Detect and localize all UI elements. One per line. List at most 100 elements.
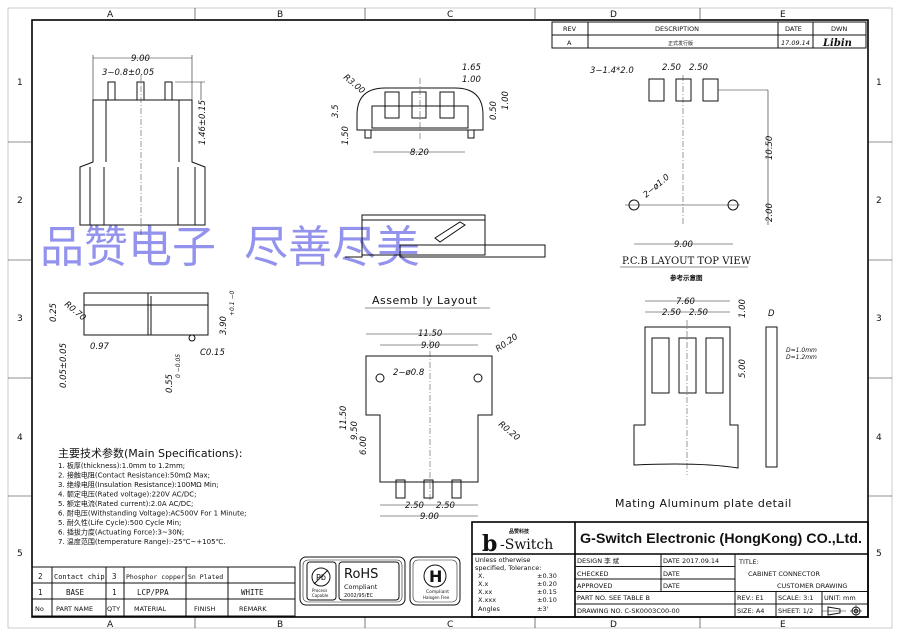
spec-item: 6. 耐电压(Withstanding Voltage):AC500V For … xyxy=(58,509,247,518)
process-capable-2: Capable xyxy=(312,593,329,598)
title-label: TITLE: xyxy=(738,558,759,566)
halogen-free-icon xyxy=(409,556,461,606)
dim-pcb-pitch-1: 2.50 xyxy=(662,63,681,73)
unit: UNIT: mm xyxy=(824,594,856,602)
rohs-compliant: Compliant xyxy=(344,583,378,591)
assembly-layout-label: Assemb ly Layout xyxy=(372,294,478,307)
row-label: 1 xyxy=(17,78,23,88)
col-label: B xyxy=(277,10,283,20)
drawn-by-value: Libin xyxy=(822,38,852,49)
projection-symbol-icon xyxy=(822,605,862,617)
halogen-free-label: Halogen Free xyxy=(423,595,450,600)
dim-11-50-v: 11.50 xyxy=(339,406,349,430)
cell: 1 xyxy=(38,588,43,597)
dim-holes: 2−ø0.8 xyxy=(393,368,425,378)
tolerance-key: X. xyxy=(478,572,485,580)
dim-plate-1-00: 1.00 xyxy=(738,299,748,318)
tolerance-value: ±0.10 xyxy=(537,596,557,604)
halogen-compliant: Compliant xyxy=(426,589,449,595)
dwn-header: DWN xyxy=(831,25,847,33)
dim-7-60: 7.60 xyxy=(676,297,695,307)
spec-item: 2. 接触电阻(Contact Resistance):50mΩ Max; xyxy=(58,471,210,480)
dim-2-00: 2.00 xyxy=(765,203,775,222)
dim-pin-height: 1.46±0.15 xyxy=(198,100,208,145)
thickness-note-1: D=1.0mm xyxy=(786,347,817,354)
specifications-heading: 主要技术参数(Main Specifications): xyxy=(58,446,242,460)
cell: 1 xyxy=(112,588,117,597)
sheet-number: SHEET: 1/2 xyxy=(778,607,813,615)
col-label: B xyxy=(277,620,283,630)
company-name: G-Switch Electronic (HongKong) CO.,Ltd. xyxy=(580,531,862,546)
dim-9-00: 9.00 xyxy=(421,341,440,351)
pb-symbol: Pb xyxy=(316,573,326,582)
dim-8-20: 8.20 xyxy=(410,148,429,158)
parts-table: 2 Contact chip 3 Phosphor copper Sn Plat… xyxy=(31,566,296,617)
row-label: 2 xyxy=(876,196,882,206)
dim-10-50: 10.50 xyxy=(765,136,775,160)
dim-pcb-holes: 2−ø1.0 xyxy=(642,173,672,201)
parts-row: 1 BASE 1 LCP/PPA WHITE xyxy=(38,588,264,597)
date-value: 17.09.14 xyxy=(781,39,810,47)
rev-value: A xyxy=(567,39,572,47)
dim-9-50: 9.50 xyxy=(350,421,360,440)
tolerance-value: ±0.30 xyxy=(537,572,557,580)
tolerance-key: Angles xyxy=(478,605,500,613)
logo-b: b xyxy=(482,531,497,557)
end-view: 8.20 R3.00 3.5 1.50 1.65 1.00 0.50 1.00 xyxy=(331,63,511,158)
mating-plate-title: Mating Aluminum plate detail xyxy=(615,497,792,510)
dim-thickness: D xyxy=(768,309,775,319)
dim-pads: 3−1.4*2.0 xyxy=(590,66,634,76)
bottom-view: 11.50 9.00 2−ø0.8 R0.20 R0.20 11.50 9.50… xyxy=(339,329,522,522)
description-header: DESCRIPTION xyxy=(655,25,699,33)
spec-item: 5. 耐久性(Life Cycle):500 Cycle Min; xyxy=(58,518,181,527)
grid-ticks xyxy=(8,8,892,628)
dim-r0-20-top: R0.20 xyxy=(494,332,520,354)
dim-11-50: 11.50 xyxy=(418,329,442,339)
logo-text: -Switch xyxy=(500,537,553,553)
cell: Sn Plated xyxy=(188,573,223,581)
mating-plate-view: 7.60 2.50 2.50 1.00 5.00 D D=1.0mm D=1.2… xyxy=(615,297,817,510)
tolerance-key: X.x xyxy=(478,580,489,588)
halogen-h-symbol: H xyxy=(429,567,442,586)
dim-0-05: 0.05±0.05 xyxy=(59,343,69,388)
dim-0-55-tol: 0 −0.05 xyxy=(175,354,182,378)
logo-cn: 品赞科技 xyxy=(509,528,530,535)
dim-0-55: 0.55 xyxy=(165,374,175,393)
col-label: C xyxy=(447,620,453,630)
tolerance-key: X.xx xyxy=(478,588,492,596)
row-label: 4 xyxy=(876,433,882,443)
tolerance-value: ±0.15 xyxy=(537,588,557,596)
inner-frame xyxy=(31,19,869,618)
spec-item: 5. 额定电流(Rated current):2.0A AC/DC; xyxy=(58,499,193,508)
row-label: 2 xyxy=(17,196,23,206)
rohs-label: RoHS xyxy=(344,567,378,582)
col-label: A xyxy=(107,10,114,20)
tolerance-key: X.xxx xyxy=(478,596,496,604)
scale: SCALE: 3:1 xyxy=(778,594,814,602)
dim-pcb-pitch-2: 2.50 xyxy=(689,63,708,73)
row-label: 1 xyxy=(876,78,882,88)
cell: MATERIAL xyxy=(134,605,167,613)
front-view: 9.00 3−0.8±0.05 1.46±0.15 xyxy=(79,54,208,236)
grid-labels: A B C D E A B C D E 1 2 3 4 5 1 2 3 4 5 xyxy=(17,10,882,630)
revision-table: REV DESCRIPTION DATE DWN A 正式发行版 17.09.1… xyxy=(551,21,867,49)
revision: REV.: E1 xyxy=(737,594,764,602)
dim-r0-20-bottom: R0.20 xyxy=(496,420,521,444)
tolerance-heading-2: specified, Tolerance: xyxy=(475,564,541,572)
checked-field: CHECKED xyxy=(577,570,608,578)
rohs-icon xyxy=(338,561,400,601)
spec-item: 3. 绝缘电阻(Insulation Resistance):100MΩ Min… xyxy=(58,480,219,489)
design-field: DESIGN 李 斌 xyxy=(577,556,620,565)
tolerance-value: ±3' xyxy=(537,605,549,613)
dim-0-50: 0.50 xyxy=(489,101,499,120)
col-label: D xyxy=(610,620,617,630)
dim-pitch-1: 2.50 xyxy=(405,501,424,511)
col-label: E xyxy=(780,620,786,630)
spec-item: 6. 插拔力度(Actuating Force):3~30N; xyxy=(58,528,184,537)
cell: Phosphor copper xyxy=(126,573,185,581)
pcb-layout-title: P.C.B LAYOUT TOP VIEW xyxy=(622,256,752,267)
pcb-layout-subtitle: 参考示意图 xyxy=(670,273,703,282)
date-header: DATE xyxy=(785,25,802,33)
cell: PART NAME xyxy=(56,605,93,613)
